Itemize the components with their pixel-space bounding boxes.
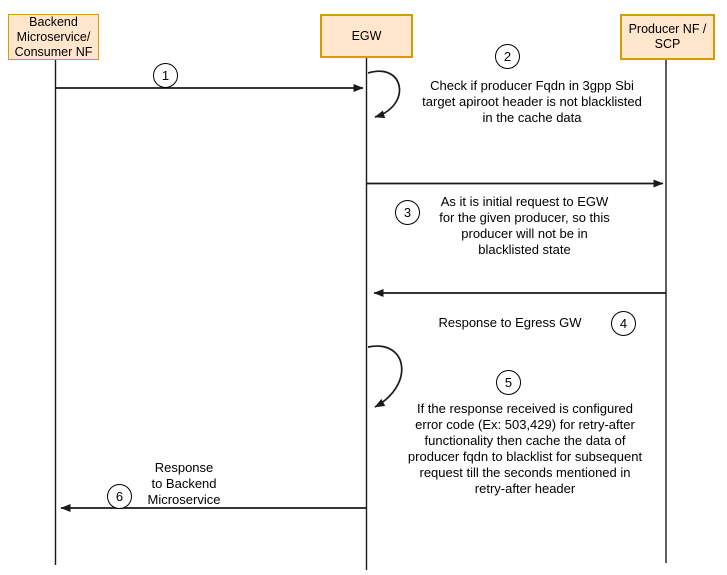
step-3-note: As it is initial request to EGW for the … — [439, 194, 610, 257]
actor-producer-nf-scp: Producer NF / SCP — [620, 14, 715, 60]
self-loop-5-arrow — [367, 345, 403, 408]
step-5-number: 5 — [496, 370, 521, 395]
step-5-note: If the response received is configured e… — [407, 401, 643, 496]
step-6-number: 6 — [107, 484, 132, 509]
step-4-number: 4 — [611, 311, 636, 336]
actor-backend-consumer-nf: Backend Microservice/ Consumer NF — [8, 14, 99, 60]
step-1-number: 1 — [153, 63, 178, 88]
step-2-number: 2 — [495, 44, 520, 69]
step-6-note: Response to Backend Microservice — [147, 460, 221, 507]
step-2-note: Check if producer Fqdn in 3gpp Sbi targe… — [422, 78, 642, 125]
step-4-note: Response to Egress GW — [438, 315, 582, 330]
step-3-number: 3 — [395, 200, 420, 225]
actor-egw: EGW — [320, 14, 413, 58]
self-loop-2-arrow — [367, 70, 401, 119]
